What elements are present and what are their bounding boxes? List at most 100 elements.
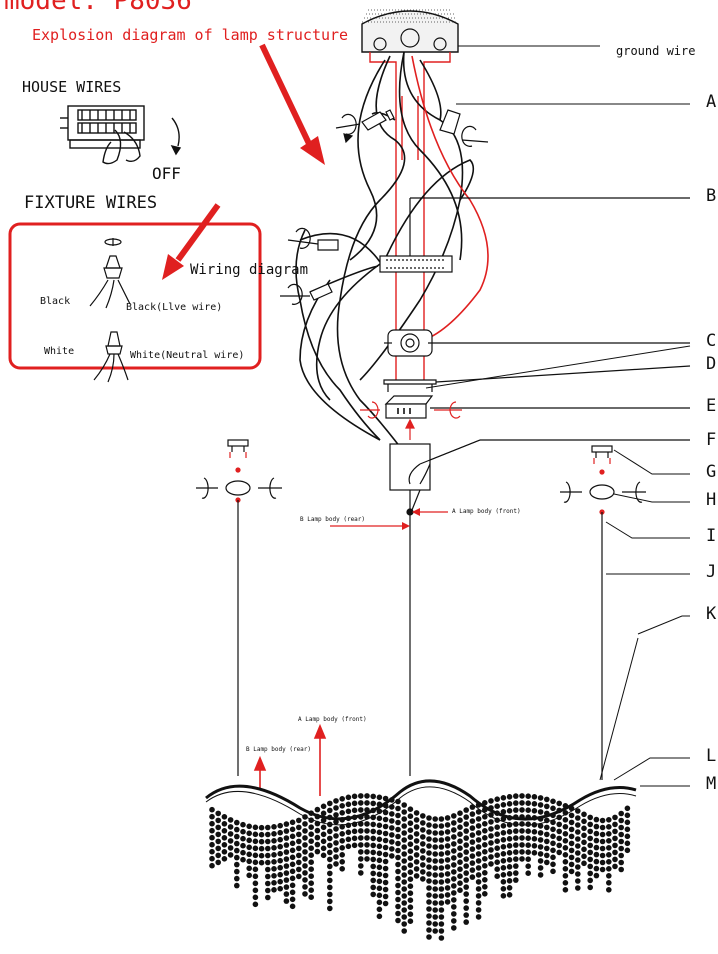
crystal-bead xyxy=(277,857,284,864)
crystal-bead xyxy=(426,829,432,835)
crystal-bead xyxy=(289,889,296,896)
crystal-bead xyxy=(432,816,439,822)
white-label: White xyxy=(44,346,75,357)
crystal-bead xyxy=(438,900,445,906)
crystal-bead xyxy=(457,810,463,816)
crystal-bead xyxy=(333,819,339,825)
crystal-bead xyxy=(537,816,544,822)
crystal-bead xyxy=(432,900,439,906)
crystal-bead xyxy=(277,885,284,892)
crystal-bead xyxy=(432,858,439,864)
crystal-bead xyxy=(606,845,612,851)
crystal-bead xyxy=(407,841,414,847)
crystal-bead xyxy=(426,822,432,828)
crystal-bead xyxy=(451,855,457,861)
crystal-bead xyxy=(506,878,513,884)
crystal-bead xyxy=(494,824,501,830)
crystal-bead xyxy=(587,835,593,842)
crystal-bead xyxy=(444,864,451,870)
crystal-bead xyxy=(240,835,246,842)
crystal-bead xyxy=(494,831,501,837)
crystal-bead xyxy=(426,843,432,849)
crystal-bead xyxy=(413,831,420,837)
crystal-bead xyxy=(320,803,327,810)
black-label: Black xyxy=(40,296,71,307)
crystal-bead xyxy=(568,840,575,847)
crystal-bead xyxy=(513,835,519,841)
crystal-bead xyxy=(327,807,333,814)
crystal-bead xyxy=(457,887,463,893)
crystal-bead xyxy=(314,827,321,834)
crystal-bead xyxy=(432,907,439,913)
crystal-bead xyxy=(289,868,296,875)
crystal-bead xyxy=(438,928,445,934)
crystal-bead xyxy=(500,865,507,871)
crystal-bead xyxy=(265,880,271,887)
crystal-bead xyxy=(475,858,482,864)
crystal-bead xyxy=(482,835,488,841)
ground-wire-label: ground wire xyxy=(616,44,696,58)
crystal-bead xyxy=(413,845,420,851)
crystal-bead xyxy=(395,826,401,833)
crystal-bead xyxy=(227,824,234,830)
crystal-bead xyxy=(327,905,333,912)
crystal-bead xyxy=(234,861,240,868)
crystal-bead xyxy=(314,806,321,813)
crystal-bead xyxy=(488,798,494,804)
center-suspension xyxy=(330,508,448,776)
crystal-bead xyxy=(469,853,476,859)
crystal-bead xyxy=(463,807,470,813)
crystal-bead xyxy=(320,852,327,859)
crystal-bead xyxy=(531,843,538,849)
crystal-bead xyxy=(556,800,562,807)
crystal-bead xyxy=(370,828,377,835)
crystal-bead xyxy=(513,828,519,834)
crystal-bead xyxy=(451,827,457,833)
crystal-bead xyxy=(475,837,482,843)
crystal-bead xyxy=(618,866,624,873)
crystal-bead xyxy=(277,878,284,885)
crystal-bead xyxy=(438,872,445,878)
crystal-bead xyxy=(413,838,420,844)
crystal-bead xyxy=(413,873,420,879)
crystal-bead xyxy=(302,863,308,869)
crystal-bead xyxy=(444,850,451,856)
crystal-bead xyxy=(438,921,445,927)
crystal-bead xyxy=(444,885,451,891)
crystal-bead xyxy=(531,829,538,835)
crystal-bead xyxy=(401,851,408,857)
crystal-bead xyxy=(475,823,482,829)
crystal-bead xyxy=(351,842,358,849)
crystal-bead xyxy=(302,849,308,855)
crystal-bead xyxy=(575,878,581,884)
crystal-bead xyxy=(457,866,463,872)
crystal-bead xyxy=(308,880,315,886)
crystal-bead xyxy=(575,850,581,856)
mounting-bracket xyxy=(383,365,691,392)
crystal-bead xyxy=(407,890,414,896)
crystal-bead xyxy=(395,861,401,868)
crystal-bead xyxy=(438,893,445,899)
crystal-bead xyxy=(370,814,377,821)
crystal-bead xyxy=(587,821,593,828)
crystal-bead xyxy=(426,899,432,905)
crystal-bead xyxy=(550,812,556,819)
crystal-bead xyxy=(525,849,531,855)
crystal-bead xyxy=(327,891,333,898)
crystal-bead xyxy=(407,827,414,833)
crystal-bead xyxy=(575,829,581,835)
crystal-bead xyxy=(333,861,339,867)
crystal-bead xyxy=(444,857,451,863)
crystal-bead xyxy=(407,904,414,910)
crystal-bead xyxy=(401,802,408,808)
crystal-bead xyxy=(265,873,271,880)
crystal-bead xyxy=(469,846,476,852)
crystal-bead xyxy=(593,858,600,865)
crystal-bead xyxy=(339,866,346,872)
crystal-bead xyxy=(537,872,544,878)
crystal-bead xyxy=(364,814,370,820)
crystal-bead xyxy=(544,831,550,838)
crystal-bead xyxy=(209,820,215,827)
crystal-bead xyxy=(469,804,476,810)
crystal-bead xyxy=(606,817,612,823)
